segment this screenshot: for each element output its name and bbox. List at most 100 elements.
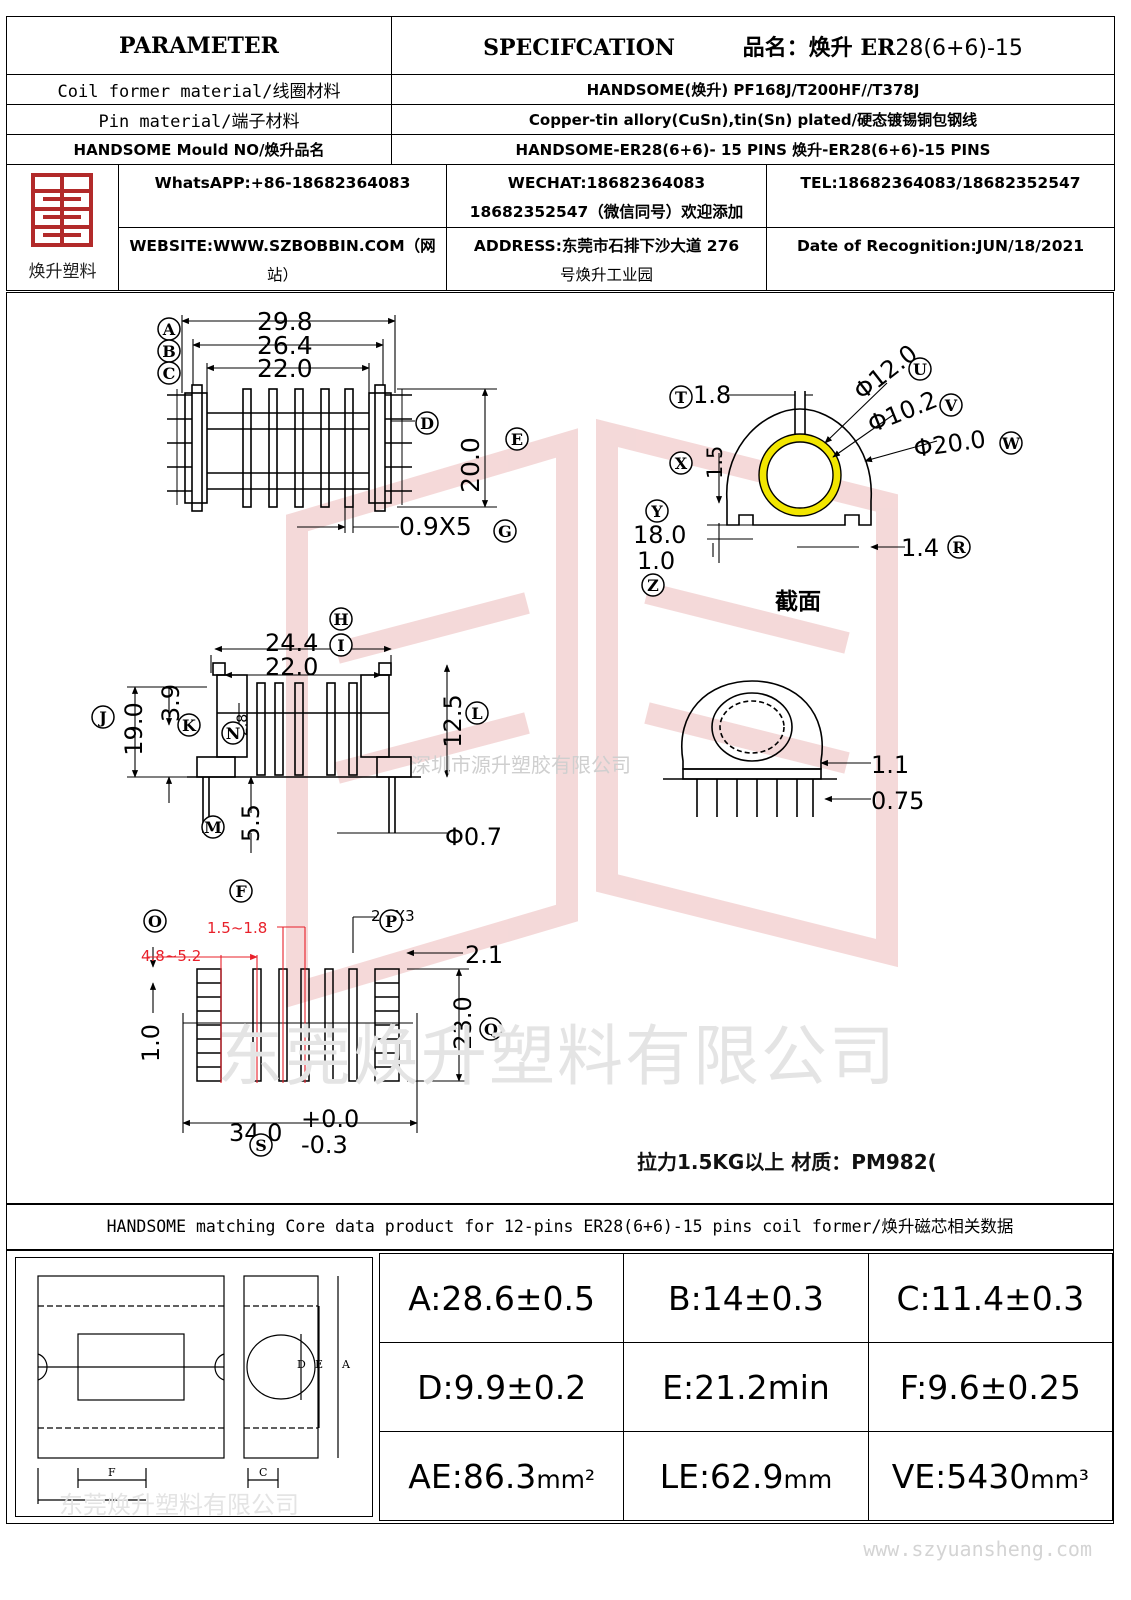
core-data-table: A:28.6±0.5 B:14±0.3 C:11.4±0.3 D:9.9±0.2… bbox=[378, 1253, 1114, 1521]
dim-side-075: 0.75 bbox=[871, 787, 924, 815]
svg-text:K: K bbox=[182, 716, 197, 735]
url-watermark: www.szyuansheng.com bbox=[863, 1537, 1092, 1561]
bottom-view-red-dims bbox=[147, 926, 306, 1083]
dim-t: 1.8 bbox=[693, 381, 731, 409]
pin-material-label: Pin material/端子材料 bbox=[6, 104, 392, 135]
parameter-table: PARAMETER SPECIFCATION 品名：焕升 ER28(6+6)-1… bbox=[6, 16, 1115, 165]
dim-k: 3.9 bbox=[157, 684, 185, 722]
side-small-dims bbox=[820, 759, 871, 803]
dim-x: 1.5 bbox=[703, 446, 727, 479]
core-value-ae: AE:86.3mm² bbox=[378, 1431, 625, 1521]
marker-k: K bbox=[177, 713, 201, 737]
dim-i: 22.0 bbox=[265, 653, 318, 681]
marker-t: T bbox=[669, 385, 693, 409]
svg-text:H: H bbox=[333, 610, 348, 629]
core-data-section: D E A F C 东莞焕升塑料有限公司 A:28.6±0.5 B:14±0.3… bbox=[6, 1250, 1114, 1524]
telephone: TEL:18682364083/18682352547 bbox=[766, 164, 1115, 228]
svg-text:O: O bbox=[148, 912, 162, 931]
svg-text:T: T bbox=[675, 388, 687, 407]
dim-a: 29.8 bbox=[257, 307, 313, 336]
marker-p: P bbox=[379, 909, 403, 933]
dim-f: 1.5~1.8 bbox=[207, 919, 267, 937]
dim-g: 0.9X5 bbox=[399, 512, 472, 541]
core-value-f: F:9.6±0.25 bbox=[867, 1342, 1114, 1432]
dim-e: 20.0 bbox=[456, 437, 485, 493]
bottom-view-dims bbox=[149, 916, 469, 1133]
svg-text:J: J bbox=[97, 708, 107, 727]
marker-l: L bbox=[465, 701, 489, 725]
front-view-text: 29.8 26.4 22.0 20.0 0.9X5 bbox=[257, 307, 485, 541]
marker-m: M bbox=[201, 815, 225, 839]
marker-j: J bbox=[91, 705, 115, 729]
svg-text:P: P bbox=[385, 912, 397, 931]
marker-h: H bbox=[329, 607, 353, 631]
section-view bbox=[726, 391, 872, 526]
svg-text:W: W bbox=[1001, 434, 1021, 453]
core-watermark: 东莞焕升塑料有限公司 bbox=[59, 1491, 299, 1519]
core-label-d: D bbox=[297, 1358, 306, 1371]
dim-pitch: 1.0 bbox=[137, 1024, 165, 1062]
dim-s-tol-dn: -0.3 bbox=[301, 1131, 348, 1159]
core-label-f: F bbox=[108, 1466, 116, 1479]
letter-markers: A B C D E G T U V W X Y Z R H I J K N L bbox=[91, 317, 1023, 1157]
whatsapp: WhatsAPP:+86-18682364083 bbox=[118, 164, 447, 228]
section-dims bbox=[707, 382, 938, 563]
specification-label: SPECIFCATION bbox=[483, 34, 675, 61]
marker-b: B bbox=[157, 339, 181, 363]
marker-u: U bbox=[908, 357, 932, 381]
mould-no-value: HANDSOME-ER28(6+6)- 15 PINS 焕升-ER28(6+6)… bbox=[391, 134, 1115, 165]
dim-c: 22.0 bbox=[257, 354, 313, 383]
dim-q: 23.0 bbox=[449, 996, 477, 1049]
core-data-title: HANDSOME matching Core data product for … bbox=[6, 1204, 1114, 1250]
svg-text:G: G bbox=[498, 522, 512, 541]
marker-a: A bbox=[157, 317, 181, 341]
coil-material-value: HANDSOME(焕升) PF168J/T200HF//T378J bbox=[391, 74, 1115, 105]
svg-text:F: F bbox=[235, 882, 247, 901]
core-label-e: E bbox=[315, 1358, 323, 1371]
coil-material-label: Coil former material/线圈材料 bbox=[6, 74, 392, 105]
company-logo: 焕升塑料 bbox=[6, 164, 119, 291]
marker-z: Z bbox=[641, 573, 665, 597]
dim-o: 4.8~5.2 bbox=[141, 947, 201, 965]
core-drawing: D E A F C bbox=[15, 1257, 373, 1517]
dim-l: 12.5 bbox=[439, 694, 467, 747]
core-value-d: D:9.9±0.2 bbox=[378, 1342, 625, 1432]
marker-n: N bbox=[221, 721, 245, 745]
marker-f: F bbox=[229, 879, 253, 903]
svg-text:L: L bbox=[471, 704, 482, 723]
svg-text:Z: Z bbox=[647, 576, 659, 595]
marker-x: X bbox=[669, 451, 693, 475]
dim-m: 5.5 bbox=[237, 804, 265, 842]
website: WEBSITE:WWW.SZBOBBIN.COM（网 站） bbox=[118, 227, 447, 291]
marker-w: W bbox=[999, 431, 1023, 455]
section-label: 截面 bbox=[775, 589, 821, 615]
core-svg: D E A F C bbox=[37, 1275, 351, 1504]
pin-material-value: Copper-tin allory(CuSn),tin(Sn) plated/硬… bbox=[391, 104, 1115, 135]
address: ADDRESS:东莞市石排下沙大道 276 号焕升工业园 bbox=[446, 227, 767, 291]
drawing-svg: 29.8 26.4 22.0 20.0 0.9X5 bbox=[91, 307, 1023, 1174]
dim-r: 1.4 bbox=[901, 534, 939, 562]
spec-sheet: PARAMETER SPECIFCATION 品名：焕升 ER28(6+6)-1… bbox=[6, 16, 1115, 1561]
core-value-le: LE:62.9mm bbox=[623, 1431, 869, 1521]
parameter-heading: PARAMETER bbox=[6, 16, 392, 75]
technical-drawing: 29.8 26.4 22.0 20.0 0.9X5 bbox=[6, 292, 1114, 1204]
dim-s-tol-up: +0.0 bbox=[301, 1105, 359, 1133]
core-value-b: B:14±0.3 bbox=[623, 1253, 869, 1343]
watermark-big: 东莞焕升塑料有限公司 bbox=[217, 1018, 897, 1095]
svg-text:S: S bbox=[255, 1136, 267, 1155]
dim-z: 1.0 bbox=[637, 547, 675, 575]
dim-b: 26.4 bbox=[257, 331, 313, 360]
mould-no-label: HANDSOME Mould NO/焕升品名 bbox=[6, 134, 392, 165]
recognition-date: Date of Recognition:JUN/18/2021 bbox=[766, 227, 1115, 291]
dim-h: 24.4 bbox=[265, 629, 318, 657]
dim-side-11: 1.1 bbox=[871, 751, 909, 779]
marker-s: S bbox=[249, 1133, 273, 1157]
side-small-view bbox=[663, 680, 837, 817]
product-name: 品名：焕升 ER28(6+6)-15 bbox=[742, 34, 1023, 61]
svg-text:A: A bbox=[162, 320, 176, 339]
dim-j: 19.0 bbox=[120, 702, 148, 755]
marker-v: V bbox=[939, 393, 963, 417]
marker-r: R bbox=[947, 535, 971, 559]
watermark-small: 深圳市源升塑胶有限公司 bbox=[411, 753, 631, 777]
svg-text:E: E bbox=[511, 430, 523, 449]
